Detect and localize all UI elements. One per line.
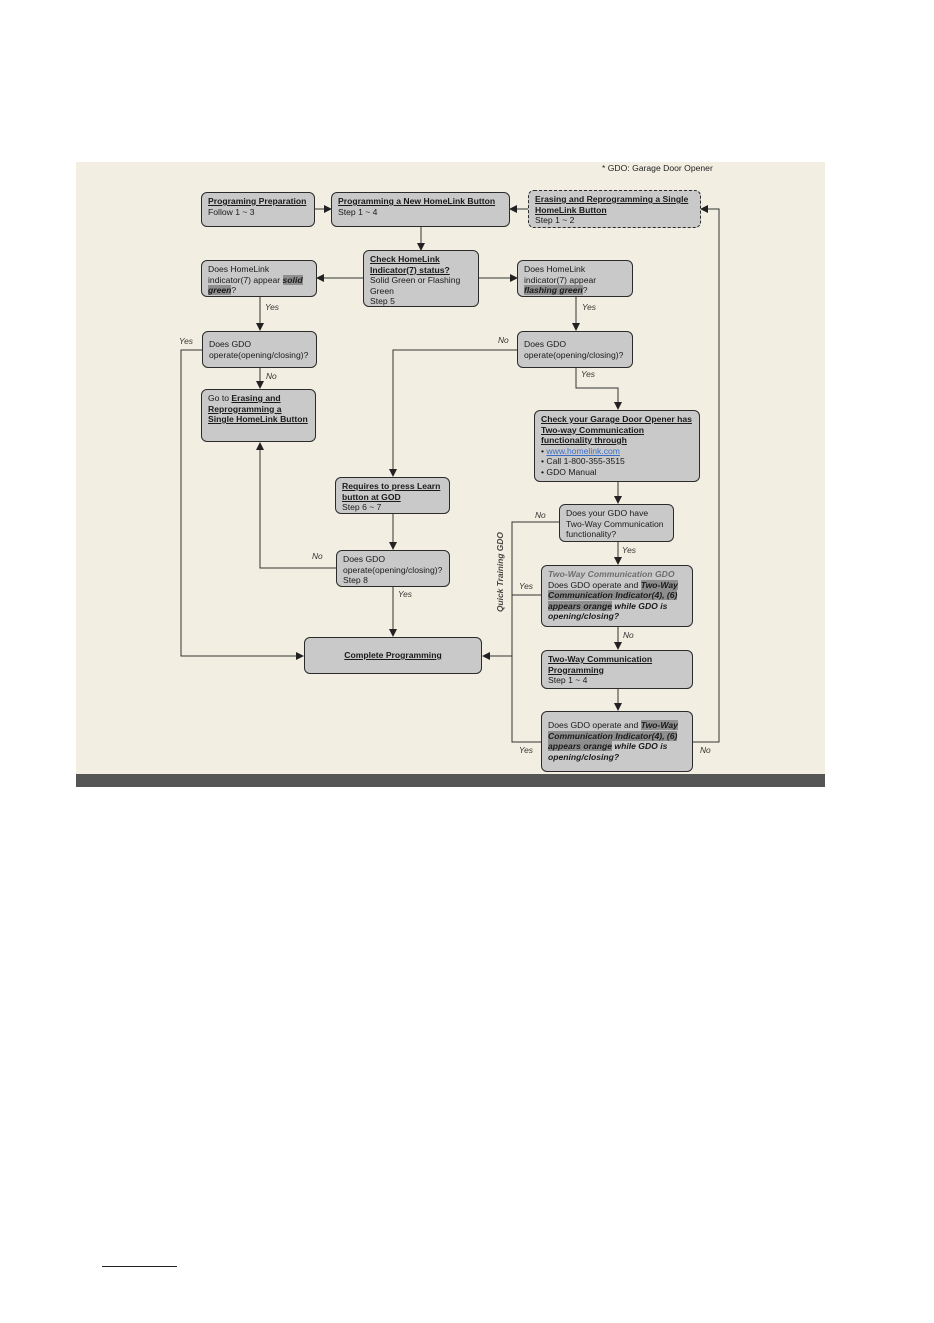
box-erasing-reprogramming: Erasing and Reprogramming a Single HomeL… xyxy=(528,190,701,228)
box-two-way-final: Does GDO operate and Two-Way Communicati… xyxy=(541,711,693,772)
box-text: Does your GDO have Two-Way Communication… xyxy=(566,508,664,539)
box-text: Does GDO operate(opening/closing)? xyxy=(209,339,309,360)
box-title: Requires to press Learn button at GOD xyxy=(342,481,441,502)
box-text: Does GDO operate(opening/closing)? xyxy=(524,339,624,360)
highlight-flashing-green: flashing green xyxy=(524,285,583,295)
label-yes-solid: Yes xyxy=(265,302,279,312)
box-list-item: • www.homelink.com xyxy=(541,445,620,456)
box-text: Does HomeLink indicator(7) appear xyxy=(208,264,283,285)
box-title: Complete Programming xyxy=(344,650,442,660)
box-title: Programing Preparation xyxy=(208,196,307,206)
box-link-text: Erasing and Reprogramming a Single HomeL… xyxy=(208,393,308,424)
box-complete-programming: Complete Programming xyxy=(304,637,482,674)
label-yes-twowaygdo: Yes xyxy=(519,581,533,591)
box-list-item: • Call 1-800-355-3515 xyxy=(541,456,625,466)
label-yes-final: Yes xyxy=(519,745,533,755)
box-title: Two-Way Communication Programming xyxy=(548,654,653,675)
box-list-text: Call 1-800-355-3515 xyxy=(546,456,625,466)
box-subtitle: Two-Way Communication GDO xyxy=(548,569,675,579)
box-text: Go to xyxy=(208,393,232,403)
label-quick-training-gdo: Quick Training GDO xyxy=(495,532,505,612)
box-programming-new-button: Programming a New HomeLink Button Step 1… xyxy=(331,192,510,227)
box-gdo-operate-right: Does GDO operate(opening/closing)? xyxy=(517,331,633,368)
box-text: Does GDO operate and xyxy=(548,720,641,730)
box-text: while GDO is opening/closing? xyxy=(548,600,668,622)
panel-bottom-bar xyxy=(76,774,825,787)
label-yes-twowayq: Yes xyxy=(622,545,636,555)
box-flashing-green-question: Does HomeLink indicator(7) appear flashi… xyxy=(517,260,633,297)
box-text: ? xyxy=(231,285,237,295)
label-no-twowayq: No xyxy=(535,510,546,520)
box-learn-button: Requires to press Learn button at GOD St… xyxy=(335,477,450,514)
box-line: Step 6 ~ 7 xyxy=(342,502,382,512)
box-text: Does GDO operate and xyxy=(548,579,641,590)
box-two-way-gdo: Two-Way Communication GDO Does GDO opera… xyxy=(541,565,693,627)
box-solid-green-question: Does HomeLink indicator(7) appear solid … xyxy=(201,260,317,297)
box-line: Solid Green or Flashing Green xyxy=(370,275,461,296)
box-check-your-gdo: Check your Garage Door Opener has Two-wa… xyxy=(534,410,700,482)
label-yes-gdoright: Yes xyxy=(581,369,595,379)
label-yes-flashing: Yes xyxy=(582,302,596,312)
box-title: Check your Garage Door Opener has Two-wa… xyxy=(541,414,692,445)
label-no-twowaygdo: No xyxy=(623,630,634,640)
box-gdo-operate-left: Does GDO operate(opening/closing)? xyxy=(202,331,317,368)
box-list-text: GDO Manual xyxy=(546,466,597,477)
label-yes-gdoleft: Yes xyxy=(179,336,193,346)
gdo-footnote: * GDO: Garage Door Opener xyxy=(602,163,713,173)
box-line: Follow 1 ~ 3 xyxy=(208,206,255,217)
label-no-gdoleft: No xyxy=(266,371,277,381)
box-text: while GDO is opening/closing? xyxy=(548,741,668,762)
box-line: Step 1 ~ 4 xyxy=(338,206,378,217)
box-two-way-programming: Two-Way Communication Programming Step 1… xyxy=(541,650,693,689)
box-text: Does GDO operate(opening/closing)? xyxy=(343,554,443,575)
box-gdo-operate-step8: Does GDO operate(opening/closing)? Step … xyxy=(336,550,450,587)
box-goto-erasing: Go to Erasing and Reprogramming a Single… xyxy=(201,389,316,442)
box-title: Programming a New HomeLink Button xyxy=(338,196,496,206)
label-no-final: No xyxy=(700,745,711,755)
box-text: ? xyxy=(582,285,588,295)
label-no-gdoright: No xyxy=(498,335,509,345)
box-check-indicator: Check HomeLink Indicator(7) status? Soli… xyxy=(363,250,479,307)
label-no-step8: No xyxy=(312,551,323,561)
label-yes-step8: Yes xyxy=(398,589,412,599)
footer-rule xyxy=(102,1266,177,1267)
box-two-way-question: Does your GDO have Two-Way Communication… xyxy=(559,504,674,542)
box-title: Check HomeLink Indicator(7) status? xyxy=(370,254,450,275)
box-programing-preparation: Programing Preparation Follow 1 ~ 3 xyxy=(201,192,315,227)
box-text: Does HomeLink indicator(7) appear xyxy=(524,264,597,285)
box-title: Erasing and Reprogramming a Single HomeL… xyxy=(535,194,689,215)
box-line: Step 5 xyxy=(370,296,395,306)
box-list-item: • GDO Manual xyxy=(541,466,597,477)
homelink-link[interactable]: www.homelink.com xyxy=(546,445,620,456)
box-line: Step 8 xyxy=(343,575,368,585)
box-line: Step 1 ~ 4 xyxy=(548,675,588,685)
box-line: Step 1 ~ 2 xyxy=(535,215,575,225)
